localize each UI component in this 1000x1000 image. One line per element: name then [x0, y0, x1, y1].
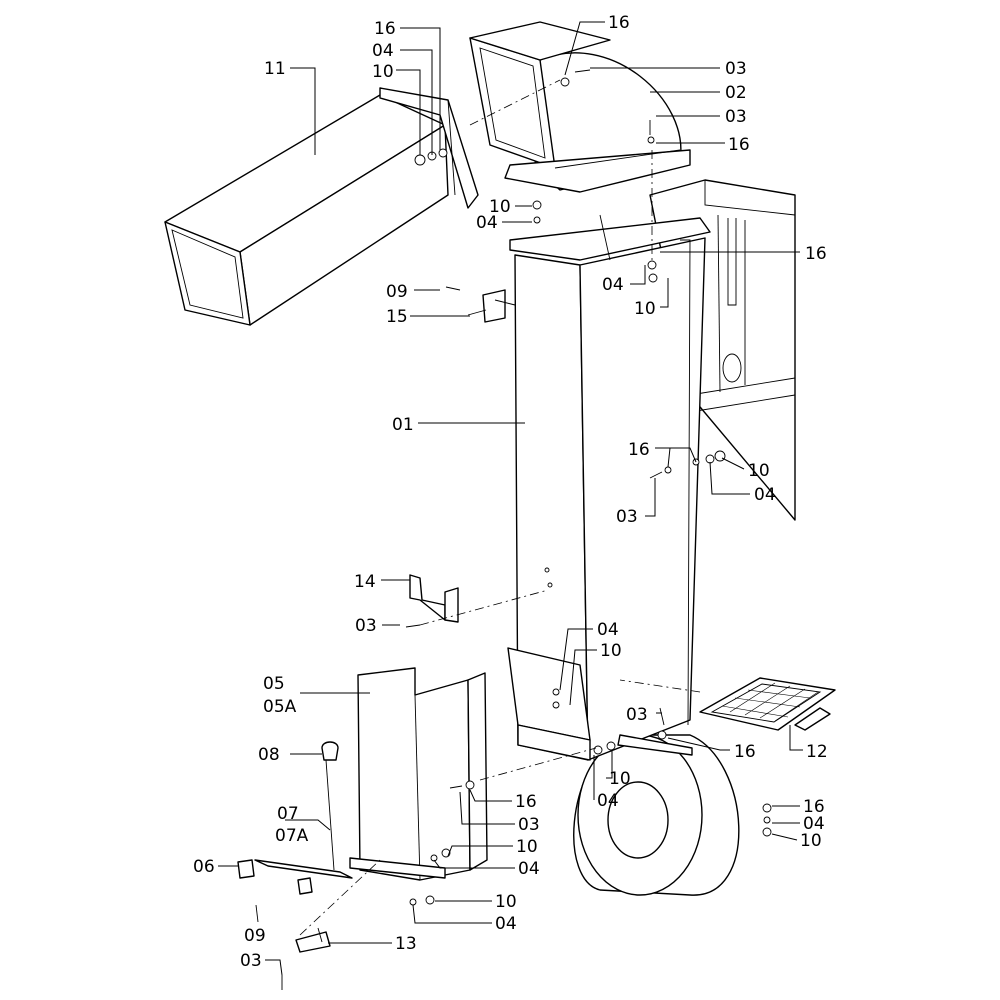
- part-15-bracket: [467, 289, 506, 323]
- callout-03: 03: [626, 705, 648, 725]
- callout-14: 14: [354, 572, 376, 592]
- callout-16: 16: [803, 797, 825, 817]
- body-port-hole: [722, 353, 742, 383]
- callout-09: 09: [386, 282, 408, 302]
- callout-05A: 05A: [263, 697, 297, 717]
- part-01-main-column: [509, 214, 711, 761]
- callout-10: 10: [748, 461, 770, 481]
- callout-08: 08: [258, 745, 280, 765]
- callout-16: 16: [728, 135, 750, 155]
- assembly-center-lines: [299, 150, 701, 936]
- callout-10: 10: [372, 62, 394, 82]
- callout-15: 15: [386, 307, 408, 327]
- callout-16: 16: [734, 742, 756, 762]
- callout-16: 16: [515, 792, 537, 812]
- callout-12: 12: [806, 742, 828, 762]
- callout-04: 04: [476, 213, 498, 233]
- callout-07: 07: [277, 804, 299, 824]
- callout-03: 03: [725, 107, 747, 127]
- callout-10: 10: [634, 299, 656, 319]
- callout-16: 16: [374, 19, 396, 39]
- callout-10: 10: [600, 641, 622, 661]
- callout-09: 09: [244, 926, 266, 946]
- callout-01: 01: [392, 415, 414, 435]
- callout-03: 03: [355, 616, 377, 636]
- callout-03: 03: [518, 815, 540, 835]
- callout-04: 04: [597, 620, 619, 640]
- callout-04: 04: [518, 859, 540, 879]
- callout-labels: 11 16 04 10 16 03 02 03 16 10 04 16 04 1…: [193, 13, 828, 971]
- callout-10: 10: [800, 831, 822, 851]
- callout-04: 04: [602, 275, 624, 295]
- callout-02: 02: [725, 83, 747, 103]
- callout-03: 03: [240, 951, 262, 971]
- part-07-rod: [237, 741, 353, 895]
- callout-05: 05: [263, 674, 285, 694]
- callout-10: 10: [516, 837, 538, 857]
- callout-16: 16: [805, 244, 827, 264]
- part-11-discharge-chute: [164, 87, 479, 326]
- callout-10: 10: [489, 197, 511, 217]
- wheel: [573, 734, 740, 896]
- part-05-lower-hopper: [349, 647, 591, 881]
- callout-04: 04: [754, 485, 776, 505]
- callout-10: 10: [609, 769, 631, 789]
- callout-16: 16: [608, 13, 630, 33]
- callout-03: 03: [725, 59, 747, 79]
- part-14-bracket: [409, 574, 459, 623]
- callout-16: 16: [628, 440, 650, 460]
- part-12-screen: [699, 677, 836, 731]
- callout-07A: 07A: [275, 826, 309, 846]
- callout-04: 04: [803, 814, 825, 834]
- part-02-elbow-spout: [469, 21, 691, 193]
- callout-03: 03: [616, 507, 638, 527]
- part-13-lever-link: [295, 927, 331, 953]
- leader-lines: [218, 21, 803, 976]
- callout-10: 10: [495, 892, 517, 912]
- callout-06: 06: [193, 857, 215, 877]
- callout-11: 11: [264, 59, 286, 79]
- callout-04: 04: [372, 41, 394, 61]
- callout-04: 04: [597, 791, 619, 811]
- callout-13: 13: [395, 934, 417, 954]
- callout-04: 04: [495, 914, 517, 934]
